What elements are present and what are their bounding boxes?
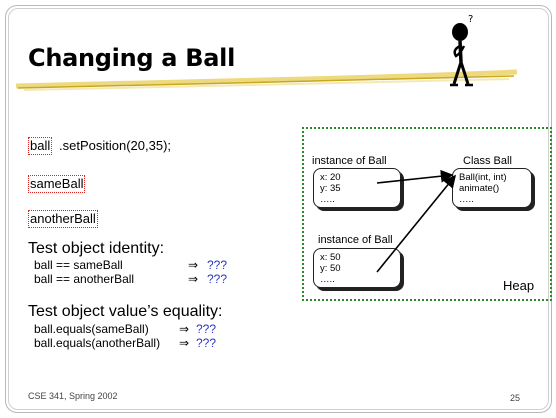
implies-icon: ⇒	[179, 322, 190, 336]
instance-1-y: y: 35	[320, 183, 341, 194]
instance-2-label: instance of Ball	[318, 234, 393, 246]
thinking-stick-figure-icon: ?	[450, 14, 473, 87]
implies-icon: ⇒	[179, 336, 190, 350]
implies-icon: ⇒	[188, 272, 199, 286]
heap-label: Heap	[503, 278, 535, 293]
equality-expr-1: ball.equals(sameBall)	[34, 322, 149, 336]
page-number: 25	[510, 393, 521, 403]
ball-instance-2-box: x: 50 y: 50 …..	[313, 248, 401, 288]
slide-frame-inner	[8, 8, 549, 410]
svg-text:?: ?	[468, 14, 473, 25]
equality-heading: Test object value’s equality:	[28, 303, 223, 320]
heap-region	[302, 127, 552, 301]
instance-2-x: x: 50	[320, 252, 341, 263]
ball-variable-box: ball	[28, 137, 53, 155]
implies-icon: ⇒	[188, 258, 199, 272]
identity-result-2: ???	[207, 272, 228, 286]
class-ball-box: Ball(int, int) animate() …..	[452, 168, 532, 208]
slide-title: Changing a Ball	[28, 44, 236, 72]
instance-2-y: y: 50	[320, 263, 341, 274]
instance-1-more: …..	[320, 194, 335, 205]
instance-1-x: x: 20	[320, 172, 341, 183]
equality-result-2: ???	[196, 336, 217, 350]
class-ball-label: Class Ball	[463, 155, 512, 167]
set-position-call: .setPosition(20,35);	[59, 138, 172, 153]
identity-expr-1: ball == sameBall	[34, 258, 123, 272]
identity-heading: Test object identity:	[28, 240, 165, 257]
equality-result-1: ???	[196, 322, 217, 336]
instance-2-more: …..	[320, 274, 335, 285]
another-ball-variable-box: anotherBall	[28, 210, 98, 228]
class-ball-constructor: Ball(int, int)	[459, 172, 507, 183]
footer-course: CSE 341, Spring 2002	[28, 391, 118, 401]
ball-instance-1-box: x: 20 y: 35 …..	[313, 168, 401, 208]
equality-expr-2: ball.equals(anotherBall)	[34, 336, 161, 350]
identity-expr-2: ball == anotherBall	[34, 272, 135, 286]
identity-result-1: ???	[207, 258, 228, 272]
title-underline-decoration	[15, 69, 518, 91]
same-ball-variable-box: sameBall	[28, 175, 86, 193]
instance-1-label: instance of Ball	[312, 155, 387, 167]
class-ball-more: …..	[459, 194, 474, 205]
class-ball-method: animate()	[459, 183, 500, 194]
